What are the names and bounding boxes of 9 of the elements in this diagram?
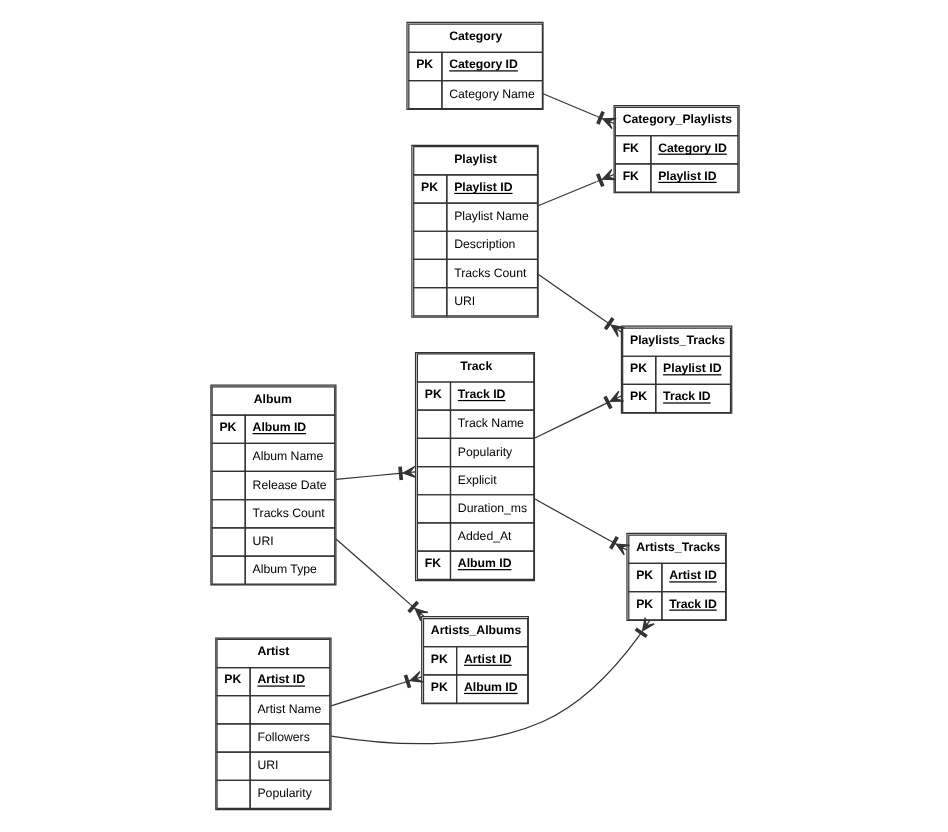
connector (329, 671, 423, 707)
connector (533, 498, 630, 556)
connector (533, 390, 624, 439)
connector (329, 616, 654, 745)
connector (536, 273, 624, 338)
connector (334, 538, 428, 622)
connector (334, 465, 416, 481)
connector (541, 93, 616, 130)
connector (536, 168, 616, 207)
